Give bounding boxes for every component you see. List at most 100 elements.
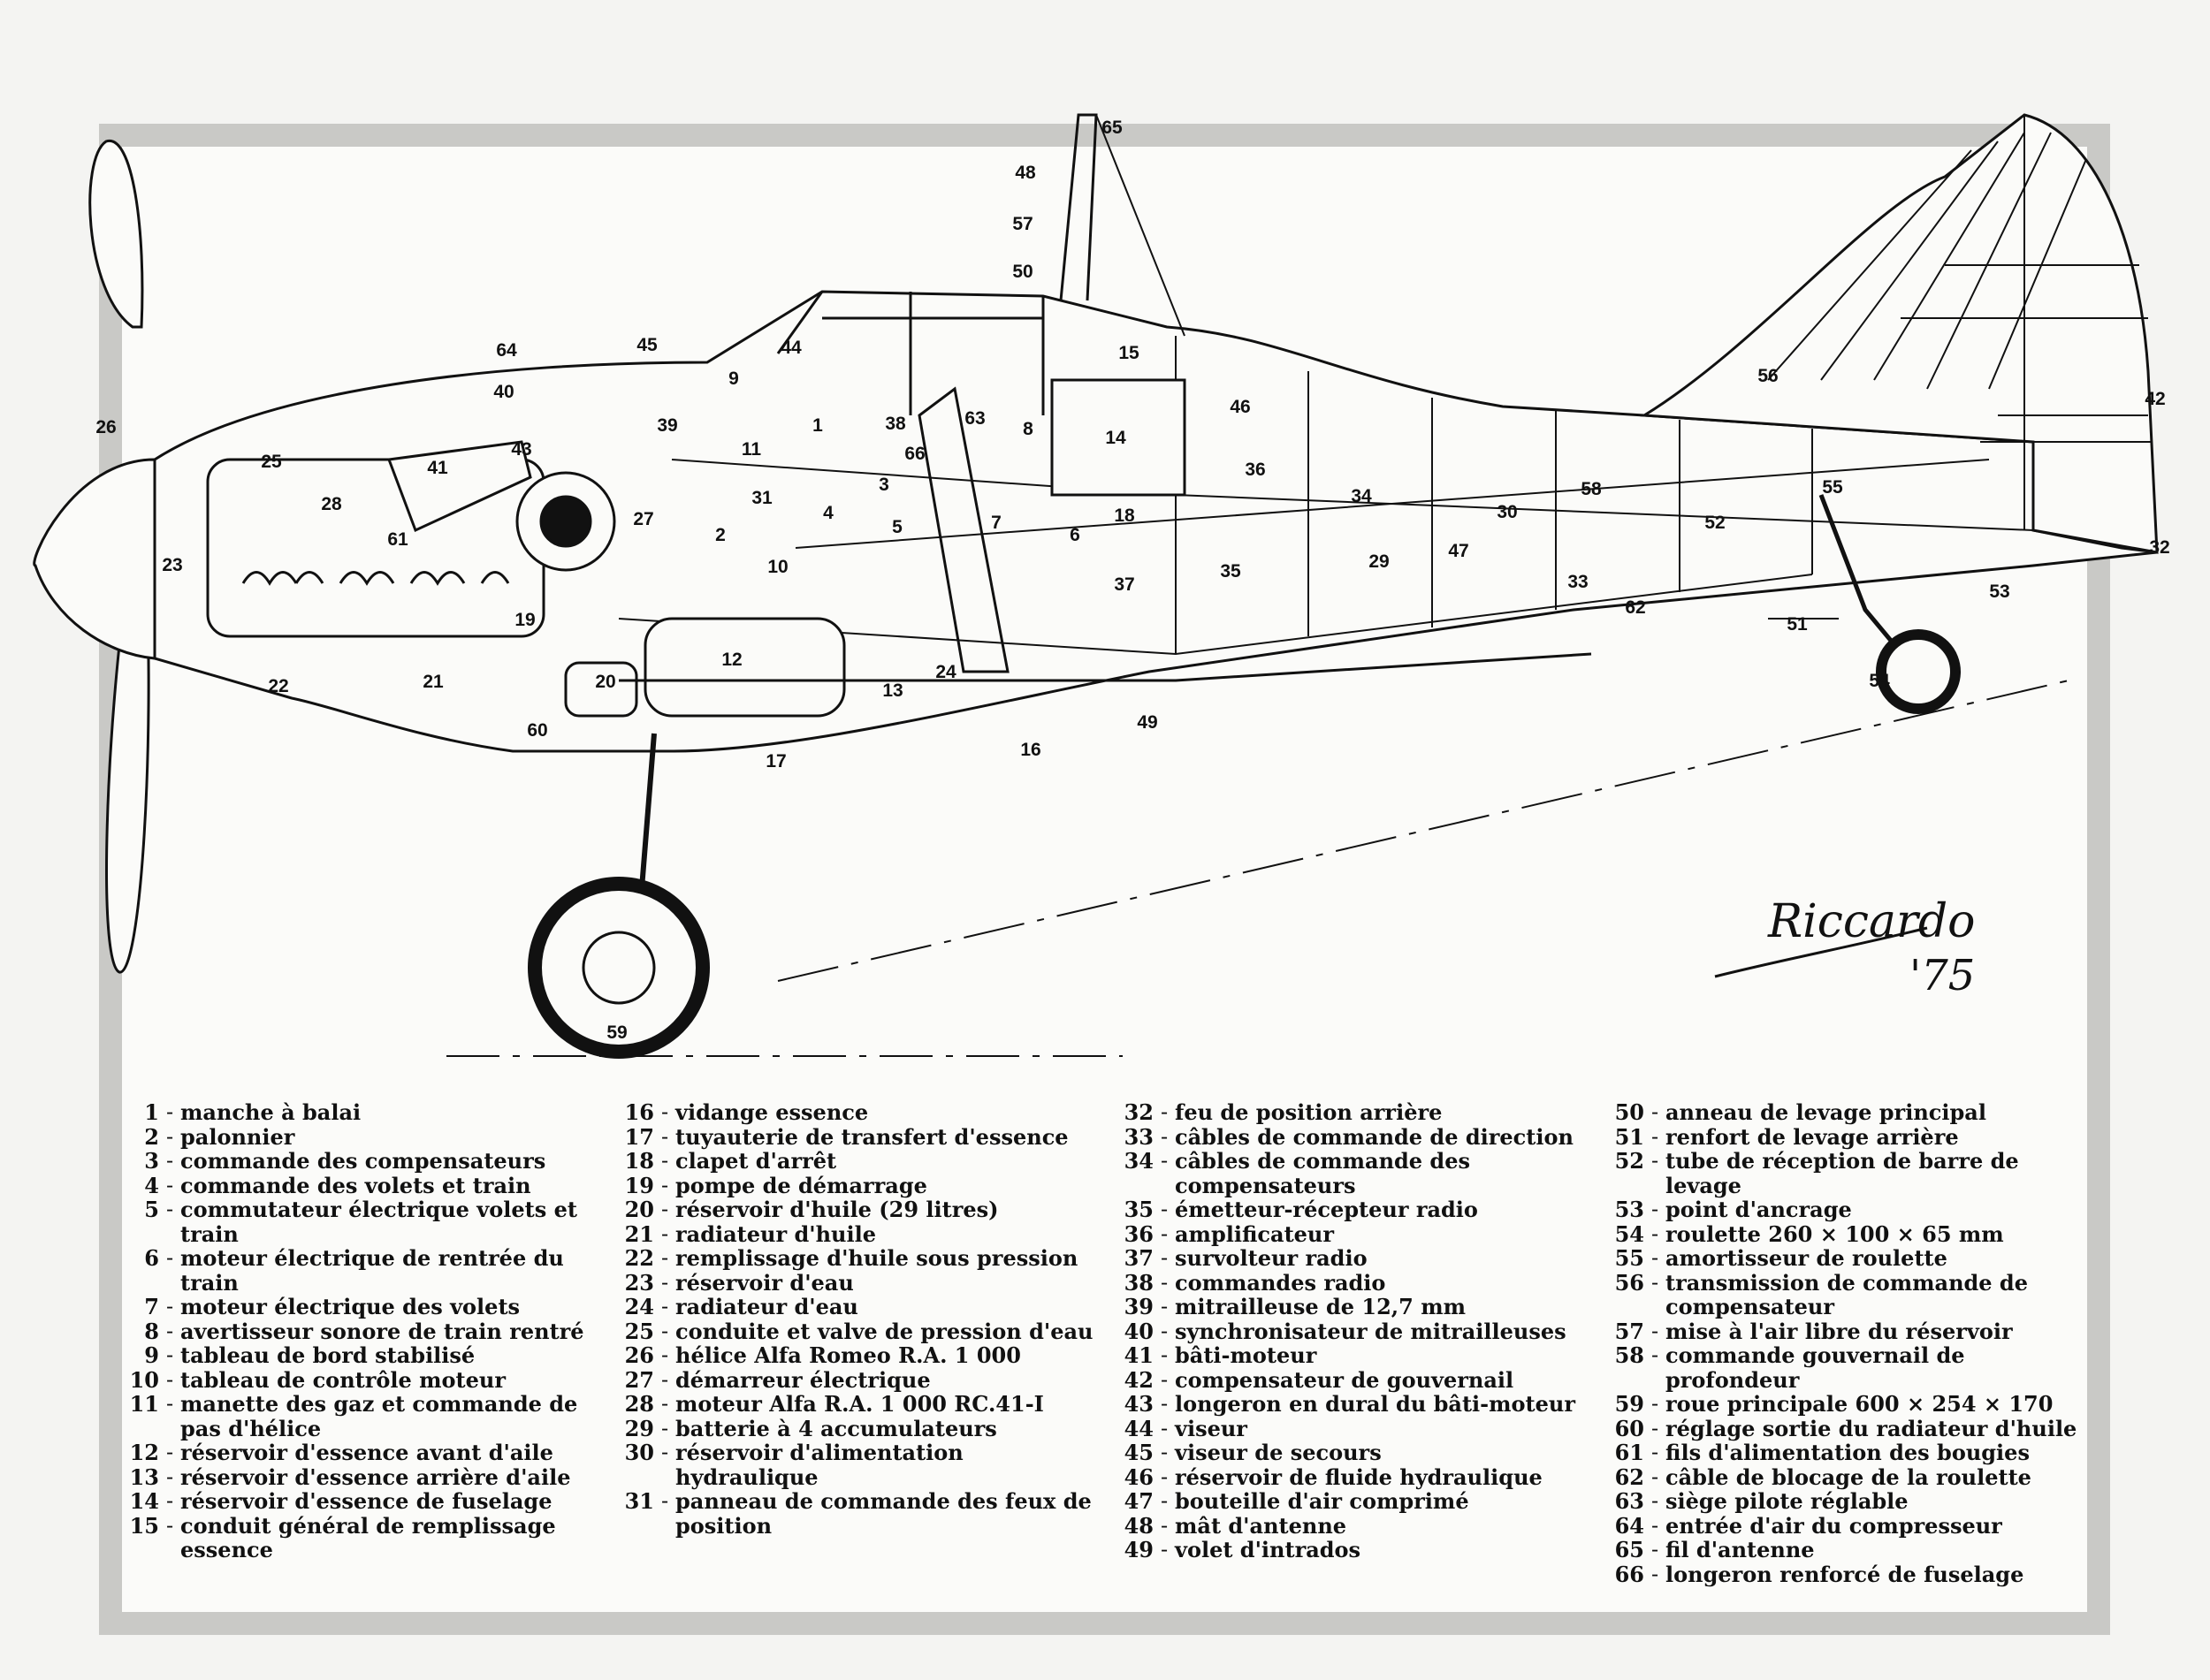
callout-29: 29 xyxy=(1368,551,1389,572)
legend-text: réservoir d'essence de fuselage xyxy=(180,1488,552,1514)
callout-42: 42 xyxy=(2145,389,2165,409)
legend-text: réservoir d'eau xyxy=(675,1269,854,1296)
engine-mount xyxy=(386,440,532,533)
callout-35: 35 xyxy=(1220,561,1241,582)
legend-dash: - xyxy=(1650,1440,1659,1464)
antenna-mast xyxy=(1059,113,1098,301)
legend-text: commande des compensateurs xyxy=(180,1148,546,1174)
callout-39: 39 xyxy=(657,415,677,436)
legend-item: 27-démarreur électrique xyxy=(610,1366,1109,1393)
callout-51: 51 xyxy=(1787,614,1808,635)
legend-number: 45 xyxy=(1124,1440,1154,1465)
callout-5: 5 xyxy=(892,517,903,537)
fuselage-fuel-tank xyxy=(1050,378,1186,497)
legend-dash: - xyxy=(1650,1415,1659,1441)
legend-number: 38 xyxy=(1124,1269,1154,1296)
callout-14: 14 xyxy=(1105,428,1126,448)
callout-19: 19 xyxy=(514,610,535,630)
legend-item: 45-viseur de secours xyxy=(1109,1440,1600,1465)
legend-item: 16-vidange essence xyxy=(610,1099,1109,1125)
legend-number: 12 xyxy=(129,1440,159,1465)
callout-58: 58 xyxy=(1581,479,1602,499)
legend-dash: - xyxy=(660,1245,669,1270)
legend-item: 12-réservoir d'essence avant d'aile xyxy=(115,1440,610,1465)
legend-item: 29-batterie à 4 accumulateurs xyxy=(610,1415,1109,1441)
callout-36: 36 xyxy=(1245,460,1265,480)
legend-text: réservoir d'essence avant d'aile xyxy=(180,1440,553,1465)
legend-text: mitrailleuse de 12,7 mm xyxy=(1175,1294,1467,1319)
legend-number: 28 xyxy=(624,1391,654,1417)
legend-item: 6-moteur électrique de rentrée du train xyxy=(115,1245,610,1295)
legend-number: 53 xyxy=(1614,1197,1644,1222)
legend-text: anneau de levage principal xyxy=(1665,1099,1986,1125)
legend-item: 35-émetteur-récepteur radio xyxy=(1109,1197,1600,1222)
legend-item: 25-conduite et valve de pression d'eau xyxy=(610,1319,1109,1344)
legend-text: moteur Alfa R.A. 1 000 RC.41-I xyxy=(675,1391,1044,1417)
legend-dash: - xyxy=(660,1366,669,1392)
legend-item: 13-réservoir d'essence arrière d'aile xyxy=(115,1464,610,1490)
legend-dash: - xyxy=(1160,1391,1169,1416)
legend-text: réservoir d'alimentation hydraulique xyxy=(675,1440,964,1490)
legend-number: 29 xyxy=(624,1415,654,1441)
callout-59: 59 xyxy=(606,1022,627,1043)
callout-26: 26 xyxy=(95,417,116,437)
legend-text: câbles de commande des compensateurs xyxy=(1175,1148,1470,1198)
legend-dash: - xyxy=(165,1172,174,1197)
legend-text: volet d'intrados xyxy=(1175,1537,1361,1562)
legend-item: 58-commande gouvernail de profondeur xyxy=(1600,1342,2095,1392)
legend-item: 64-entrée d'air du compresseur xyxy=(1600,1512,2095,1539)
legend-item: 59-roue principale 600 × 254 × 170 xyxy=(1600,1391,2095,1417)
legend-item: 65-fil d'antenne xyxy=(1600,1537,2095,1562)
legend-dash: - xyxy=(1160,1220,1169,1246)
legend-item: 23-réservoir d'eau xyxy=(610,1269,1109,1296)
legend-item: 48-mât d'antenne xyxy=(1109,1512,1600,1539)
callout-64: 64 xyxy=(496,340,517,361)
legend-text: feu de position arrière xyxy=(1175,1099,1443,1125)
legend-number: 20 xyxy=(624,1197,654,1222)
legend-dash: - xyxy=(1650,1488,1659,1513)
legend-number: 27 xyxy=(624,1366,654,1393)
legend-item: 57-mise à l'air libre du réservoir xyxy=(1600,1319,2095,1344)
legend-text: mât d'antenne xyxy=(1175,1512,1347,1539)
legend-item: 28-moteur Alfa R.A. 1 000 RC.41-I xyxy=(610,1391,1109,1417)
legend-text: roulette 260 × 100 × 65 mm xyxy=(1665,1220,2004,1247)
legend-item: 62-câble de blocage de la roulette xyxy=(1600,1464,2095,1490)
legend-number: 4 xyxy=(144,1172,159,1198)
legend-dash: - xyxy=(660,1123,669,1149)
legend-text: clapet d'arrêt xyxy=(675,1148,837,1174)
legend-dash: - xyxy=(1160,1537,1169,1562)
legend-dash: - xyxy=(1160,1245,1169,1270)
callout-54: 54 xyxy=(1869,671,1890,691)
legend-number: 64 xyxy=(1614,1512,1644,1539)
legend-number: 24 xyxy=(624,1294,654,1319)
callout-44: 44 xyxy=(781,338,802,358)
callout-56: 56 xyxy=(1757,366,1778,386)
legend-item: 26-hélice Alfa Romeo R.A. 1 000 xyxy=(610,1342,1109,1368)
legend-number: 30 xyxy=(624,1440,654,1465)
legend-item: 34-câbles de commande des compensateurs xyxy=(1109,1148,1600,1198)
legend-dash: - xyxy=(660,1318,669,1343)
legend-dash: - xyxy=(165,1294,174,1319)
legend-number: 55 xyxy=(1614,1245,1644,1271)
legend-dash: - xyxy=(1650,1245,1659,1270)
legend-text: manette des gaz et commande de pas d'hél… xyxy=(180,1391,578,1441)
legend-text: hélice Alfa Romeo R.A. 1 000 xyxy=(675,1342,1021,1368)
legend-dash: - xyxy=(1160,1123,1169,1149)
callout-48: 48 xyxy=(1015,163,1036,183)
legend-text: tableau de bord stabilisé xyxy=(180,1342,476,1368)
legend-number: 48 xyxy=(1124,1512,1154,1539)
legend-text: amortisseur de roulette xyxy=(1665,1245,1947,1271)
legend-number: 8 xyxy=(144,1318,159,1344)
legend-item: 41-bâti-moteur xyxy=(1109,1342,1600,1368)
legend-text: longeron renforcé de fuselage xyxy=(1665,1561,2024,1587)
legend-text: renfort de levage arrière xyxy=(1665,1123,1959,1150)
legend-dash: - xyxy=(660,1220,669,1246)
legend-item: 50-anneau de levage principal xyxy=(1600,1099,2095,1125)
legend-dash: - xyxy=(660,1099,669,1124)
wing-root xyxy=(619,652,1592,682)
legend-item: 18-clapet d'arrêt xyxy=(610,1148,1109,1174)
legend-number: 66 xyxy=(1614,1561,1644,1587)
callout-10: 10 xyxy=(767,557,788,577)
callout-62: 62 xyxy=(1625,597,1645,618)
callout-61: 61 xyxy=(387,529,408,550)
